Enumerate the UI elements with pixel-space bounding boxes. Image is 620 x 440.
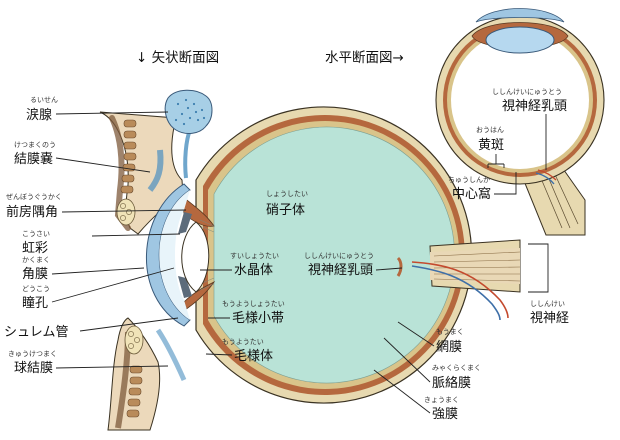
- label-optic-nerve: ししんけい 視神経: [528, 243, 569, 326]
- sclera-label: 強膜: [432, 407, 458, 422]
- iris-label: 虹彩: [22, 241, 48, 256]
- optic-disc-horizontal-label: 視神経乳頭: [502, 99, 567, 114]
- lens-ruby: すいしょうたい: [230, 252, 279, 260]
- pupil-ruby: どうこう: [22, 285, 50, 293]
- label-lacrimal-gland: るいせん 涙腺: [26, 96, 169, 123]
- iris-ruby: こうさい: [22, 230, 50, 238]
- label-lens: すいしょうたい 水晶体: [200, 252, 279, 278]
- optic-nerve-label: 視神経: [530, 311, 569, 326]
- label-optic-disc-horizontal: ししんけいにゅうとう 視神経乳頭: [492, 88, 567, 170]
- retina-label: 網膜: [436, 340, 462, 355]
- sclera-ruby: きょうまく: [424, 396, 459, 404]
- ciliary-body-ruby: もうようたい: [222, 338, 264, 346]
- conjunctival-sac-ruby: けつまくのう: [14, 141, 56, 149]
- horizontal-section-header: 水平断面図→: [325, 50, 404, 66]
- optic-nerve-ruby: ししんけい: [530, 300, 565, 308]
- bulbar-conjunctiva-label: 球結膜: [14, 361, 53, 376]
- conjunctival-sac-label: 結膜嚢: [14, 151, 53, 167]
- upper-eyelid: [99, 111, 184, 235]
- lacrimal-gland-ruby: るいせん: [30, 96, 58, 104]
- fovea-label: 中心窩: [452, 186, 491, 202]
- bulbar-conjunctiva-ruby: きゅうけつまく: [8, 350, 57, 358]
- choroid-ruby: みゃくらくまく: [432, 364, 481, 372]
- lacrimal-gland: [164, 89, 213, 179]
- schlemm-canal-label: シュレム管: [4, 325, 68, 340]
- anterior-chamber-angle-label: 前房隅角: [6, 204, 58, 220]
- label-schlemm-canal: シュレム管: [4, 317, 179, 340]
- label-conjunctival-sac: けつまくのう 結膜嚢: [14, 141, 151, 173]
- label-choroid: みゃくらくまく 脈絡膜: [383, 337, 481, 391]
- optic-disc-sagittal-ruby: ししんけいにゅうとう: [304, 252, 374, 260]
- lens-label: 水晶体: [234, 263, 273, 278]
- label-retina: もうまく 網膜: [397, 321, 464, 355]
- label-pupil: どうこう 瞳孔: [22, 267, 175, 311]
- pupil-label: 瞳孔: [22, 296, 48, 311]
- label-bulbar-conjunctiva: きゅうけつまく 球結膜: [8, 350, 169, 376]
- cornea-ruby: かくまく: [22, 256, 50, 264]
- label-cornea: かくまく 角膜: [22, 256, 145, 282]
- vitreous-body-label: 硝子体: [266, 203, 305, 218]
- label-optic-disc-sagittal: ししんけいにゅうとう 視神経乳頭: [304, 252, 403, 278]
- sagittal-section-header: ↓ 矢状断面図: [136, 50, 219, 66]
- optic-disc-horizontal-ruby: ししんけいにゅうとう: [492, 88, 562, 96]
- optic-disc-sagittal-label: 視神経乳頭: [308, 263, 373, 278]
- label-macula: おうはん 黄斑: [476, 126, 505, 168]
- anterior-chamber-angle-ruby: ぜんぼうぐうかく: [6, 193, 62, 201]
- label-vitreous-body: しょうしたい 硝子体: [266, 190, 308, 218]
- label-ciliary-body: もうようたい 毛様体: [205, 338, 273, 364]
- label-anterior-chamber-angle: ぜんぼうぐうかく 前房隅角: [6, 193, 187, 220]
- sagittal-eyeball: [145, 106, 473, 404]
- horizontal-eyeball: [435, 8, 605, 236]
- retina-ruby: もうまく: [436, 328, 464, 336]
- label-zonule: もうようしょうたい 毛様小帯: [208, 300, 285, 326]
- fovea-ruby: ちゅうしんか: [448, 176, 490, 184]
- cornea-label: 角膜: [22, 267, 48, 282]
- lower-eyelid: [107, 317, 187, 431]
- label-iris: こうさい 虹彩: [22, 230, 181, 256]
- ciliary-body-label: 毛様体: [234, 349, 273, 364]
- lacrimal-gland-label: 涙腺: [26, 107, 52, 123]
- vitreous-body-ruby: しょうしたい: [266, 190, 308, 198]
- zonule-ruby: もうようしょうたい: [222, 300, 285, 308]
- macula-ruby: おうはん: [476, 126, 504, 134]
- choroid-label: 脈絡膜: [432, 375, 471, 391]
- macula-label: 黄斑: [478, 138, 504, 153]
- label-fovea: ちゅうしんか 中心窩: [448, 172, 517, 202]
- optic-nerve-sagittal: [396, 239, 521, 321]
- label-sclera: きょうまく 強膜: [373, 369, 459, 422]
- zonule-label: 毛様小帯: [232, 311, 284, 326]
